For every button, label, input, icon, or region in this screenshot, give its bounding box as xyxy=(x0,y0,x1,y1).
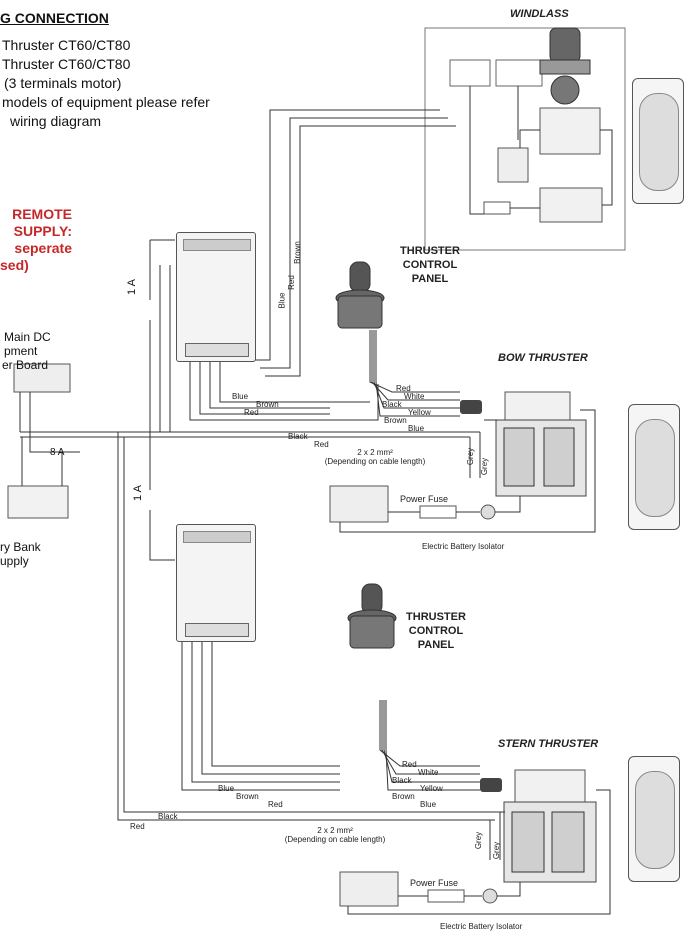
cable-note: (Depending on cable length) xyxy=(324,457,426,466)
warning-line: SUPPLY: xyxy=(13,223,72,239)
windlass-remote xyxy=(632,78,684,204)
lower-power-fuse-label: Power Fuse xyxy=(410,878,459,888)
remote-handset xyxy=(635,419,675,517)
wire-label: Grey xyxy=(466,447,476,466)
panel-line: Main DC xyxy=(4,330,51,344)
caption-line: PANEL xyxy=(411,273,449,285)
battery-line: upply xyxy=(0,554,29,568)
wire-label: Brown xyxy=(256,400,279,409)
remote-handset xyxy=(635,771,675,869)
upper-control-panel-label: THRUSTER CONTROL PANEL xyxy=(392,244,468,286)
wire-label: Red xyxy=(396,384,411,393)
intro-notes: Thruster CT60/CT80 Thruster CT60/CT80 (3… xyxy=(0,36,210,131)
cable-note: (Depending on cable length) xyxy=(284,835,386,844)
wire-label: Blue xyxy=(232,392,249,401)
receiver-terminals xyxy=(185,343,249,357)
dc-panel-label: Main DC pment er Board xyxy=(0,330,51,372)
note-line: Thruster CT60/CT80 xyxy=(2,56,131,72)
caption-line: CONTROL xyxy=(402,259,458,271)
caption-line: THRUSTER xyxy=(400,245,460,257)
lower-isolator-label: Electric Battery Isolator xyxy=(440,922,523,931)
lower-remote-receiver xyxy=(176,524,256,642)
warning-line: sed) xyxy=(0,257,29,273)
wire-label: Brown xyxy=(292,241,302,264)
lower-control-panel-label: THRUSTER CONTROL PANEL xyxy=(398,610,474,652)
wire-label: Black xyxy=(288,432,308,441)
wire-label: Grey xyxy=(492,841,502,860)
bow-remote xyxy=(628,404,680,530)
wire-label: Blue xyxy=(408,424,425,433)
wire-label: Red xyxy=(130,822,145,831)
wire-label: Blue xyxy=(420,800,437,809)
upper-cable-spec: 2 x 2 mm² (Depending on cable length) xyxy=(310,448,440,466)
wire-label: Blue xyxy=(277,292,287,309)
bow-thruster-title: BOW THRUSTER xyxy=(498,352,588,364)
page-title: G CONNECTION xyxy=(0,10,109,26)
cable-size: 2 x 2 mm² xyxy=(357,448,393,457)
note-line: (3 terminals motor) xyxy=(4,75,122,91)
upper-remote-receiver xyxy=(176,232,256,362)
caption-line: CONTROL xyxy=(408,625,464,637)
battery-bank-label: ry Bank upply xyxy=(0,540,41,568)
stern-remote xyxy=(628,756,680,882)
wire-label: White xyxy=(418,768,439,777)
lower-cable-spec: 2 x 2 mm² (Depending on cable length) xyxy=(270,826,400,844)
upper-fuse-label: 1 A xyxy=(125,279,138,295)
wire-label: Red xyxy=(402,760,417,769)
note-line: models of equipment please refer xyxy=(2,94,210,110)
caption-line: PANEL xyxy=(417,639,455,651)
middle-fuse-label: 1 A xyxy=(131,485,144,501)
wire-label: Brown xyxy=(236,792,259,801)
receiver-logo xyxy=(183,531,251,543)
wire-label: Brown xyxy=(392,792,415,801)
cable-size: 2 x 2 mm² xyxy=(317,826,353,835)
warning-note: REMOTE SUPPLY: seperate sed) xyxy=(0,206,72,274)
wire-label: Black xyxy=(382,400,402,409)
wire-label: Yellow xyxy=(408,408,431,417)
wire-label: Red xyxy=(268,800,283,809)
wire-label: Blue xyxy=(218,784,235,793)
wire-label: Black xyxy=(392,776,412,785)
receiver-logo xyxy=(183,239,251,251)
warning-line: seperate xyxy=(14,240,72,256)
upper-power-fuse-label: Power Fuse xyxy=(400,494,449,504)
wire-label: Red xyxy=(286,275,296,290)
note-line: wiring diagram xyxy=(10,113,102,129)
upper-isolator-label: Electric Battery Isolator xyxy=(422,542,505,551)
note-line: Thruster CT60/CT80 xyxy=(2,37,131,53)
windlass-title: WINDLASS xyxy=(510,8,569,20)
caption-line: THRUSTER xyxy=(406,611,466,623)
battery-line: ry Bank xyxy=(0,540,41,554)
wire-label: Grey xyxy=(474,831,484,850)
wire-label: Red xyxy=(314,440,329,449)
wire-label: White xyxy=(404,392,425,401)
receiver-terminals xyxy=(185,623,249,637)
wire-label: Grey xyxy=(480,457,490,476)
stern-thruster-title: STERN THRUSTER xyxy=(498,738,599,750)
wire-label: Black xyxy=(158,812,178,821)
warning-line: REMOTE xyxy=(12,206,72,222)
wire-label: Red xyxy=(244,408,259,417)
main-fuse-label: 8 A xyxy=(50,447,65,458)
panel-line: pment xyxy=(4,344,38,358)
wire-label: Yellow xyxy=(420,784,443,793)
wire-label: Brown xyxy=(384,416,407,425)
remote-handset xyxy=(639,93,679,191)
panel-line: er Board xyxy=(2,358,49,372)
